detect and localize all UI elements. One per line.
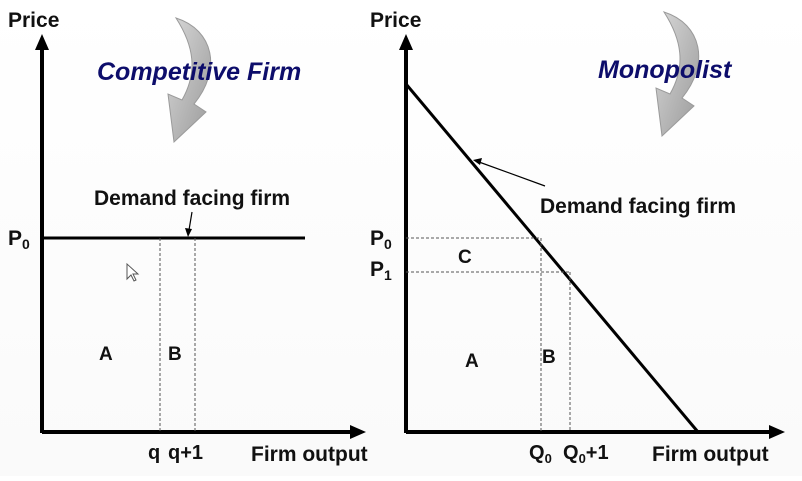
monopolist-area-b-label: B xyxy=(542,347,556,368)
competitive-y-axis-arrowhead xyxy=(35,34,49,50)
monopolist-panel: Price Monopolist Demand facing firm P0 P… xyxy=(370,9,785,466)
competitive-title: Competitive Firm xyxy=(97,58,301,86)
competitive-x-axis-arrowhead xyxy=(350,425,366,439)
curved-arrow-icon xyxy=(655,11,700,138)
monopolist-q01-label: Q0+1 xyxy=(563,442,609,466)
monopolist-x-axis-label: Firm output xyxy=(652,443,769,466)
monopolist-p1-label: P1 xyxy=(370,258,392,283)
monopolist-y-axis-label: Price xyxy=(370,9,421,32)
curved-arrow-icon xyxy=(167,17,212,144)
mouse-pointer-icon xyxy=(126,262,140,282)
competitive-y-axis-label: Price xyxy=(8,9,59,32)
monopolist-demand-line xyxy=(404,83,700,433)
monopolist-area-c-label: C xyxy=(458,247,472,268)
competitive-q1-label: q+1 xyxy=(168,442,203,464)
competitive-q-label: q xyxy=(148,442,160,464)
competitive-demand-pointer-head xyxy=(185,228,192,237)
monopolist-demand-label: Demand facing firm xyxy=(540,195,736,218)
competitive-x-axis-label: Firm output xyxy=(251,443,368,466)
monopolist-y-axis-arrowhead xyxy=(399,34,413,50)
monopolist-p0-label: P0 xyxy=(370,227,392,252)
competitive-panel: Price Competitive Firm Demand facing fir… xyxy=(8,9,368,466)
monopolist-q0-label: Q0 xyxy=(529,442,552,466)
competitive-demand-pointer xyxy=(188,211,193,231)
competitive-area-b-label: B xyxy=(168,344,182,365)
competitive-price-label: P0 xyxy=(8,227,30,252)
monopolist-x-axis-arrowhead xyxy=(769,425,785,439)
monopolist-demand-pointer xyxy=(478,161,546,187)
competitive-demand-label: Demand facing firm xyxy=(94,187,290,210)
monopolist-area-a-label: A xyxy=(465,351,479,372)
monopolist-demand-pointer-head xyxy=(473,158,482,165)
competitive-area-a-label: A xyxy=(99,344,113,365)
monopolist-title: Monopolist xyxy=(598,56,733,84)
